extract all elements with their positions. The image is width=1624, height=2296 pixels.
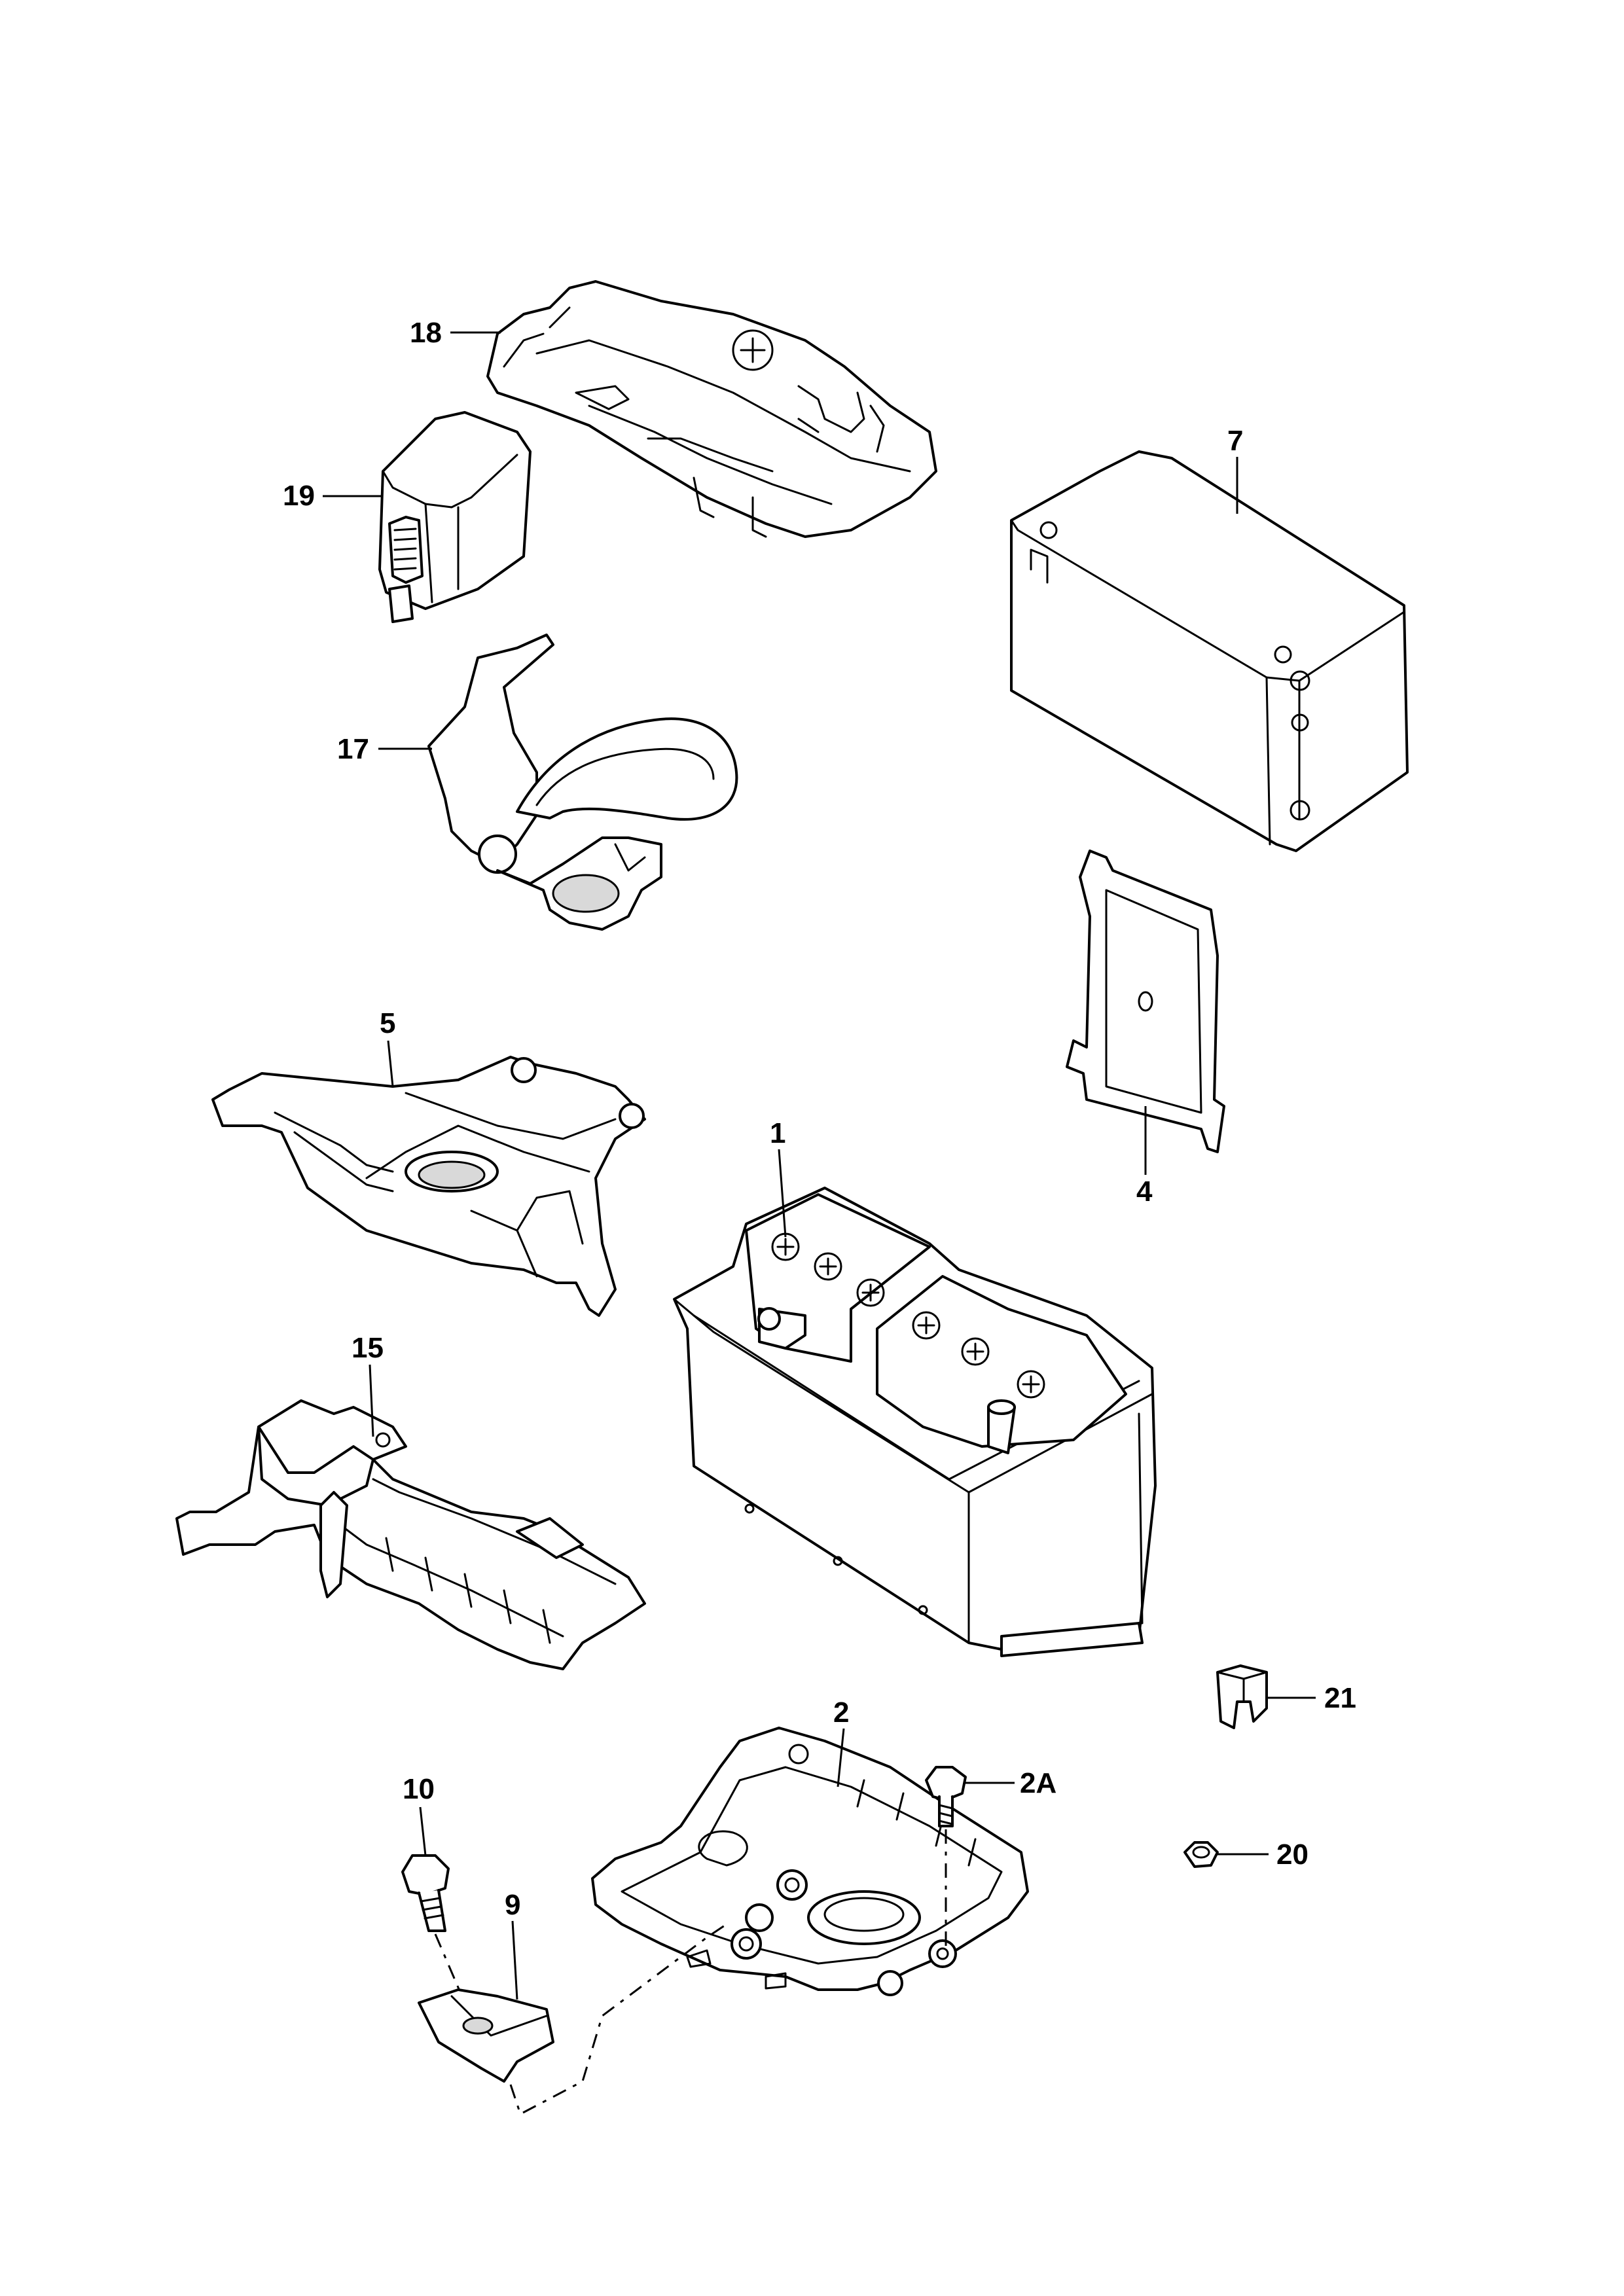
part-7-insulation-sleeve[interactable]: [1010, 450, 1409, 852]
callout-7: 7: [1227, 425, 1243, 457]
part-2-battery-tray[interactable]: [591, 1727, 1029, 1996]
callout-19: 19: [283, 480, 315, 512]
leader-2: [837, 1728, 845, 1787]
leader-lines: [323, 331, 1316, 2000]
part-4-retaining-bracket[interactable]: [1066, 850, 1225, 1153]
part-1-battery[interactable]: [673, 1187, 1157, 1657]
leader-1: [778, 1149, 787, 1238]
callout-1: 1: [770, 1117, 785, 1149]
callout-21: 21: [1324, 1682, 1356, 1714]
part-21-fuse[interactable]: [1216, 1664, 1268, 1729]
callout-4: 4: [1136, 1175, 1153, 1208]
callout-17: 17: [337, 733, 369, 765]
leader-15: [369, 1364, 374, 1437]
callout-2: 2: [833, 1696, 849, 1729]
callout-10: 10: [403, 1773, 435, 1805]
callout-9: 9: [505, 1889, 520, 1921]
part-15-fuse-holder[interactable]: [175, 1399, 646, 1670]
leader-10: [419, 1806, 427, 1856]
part-5-cable-guide[interactable]: [211, 1056, 646, 1317]
callout-labels: 18 19 7 17 5 4 1 15 21 2 2A 20 10 9: [283, 317, 1356, 1921]
part-20-nut[interactable]: [1183, 1841, 1219, 1868]
leader-5: [387, 1040, 394, 1087]
callout-20: 20: [1276, 1839, 1308, 1871]
leader-9: [511, 1920, 518, 2000]
part-17-battery-cable[interactable]: [427, 634, 738, 931]
callout-18: 18: [410, 317, 442, 349]
callout-5: 5: [380, 1007, 395, 1039]
part-2a-bolt[interactable]: [925, 1766, 967, 1954]
callout-2a: 2A: [1020, 1767, 1056, 1799]
part-10-bolt[interactable]: [401, 1854, 466, 2003]
part-18-terminal-cover[interactable]: [486, 280, 937, 538]
part-9-clamp-plate[interactable]: [418, 1923, 727, 2116]
part-19-relay[interactable]: [378, 411, 532, 623]
callout-15: 15: [352, 1332, 384, 1364]
